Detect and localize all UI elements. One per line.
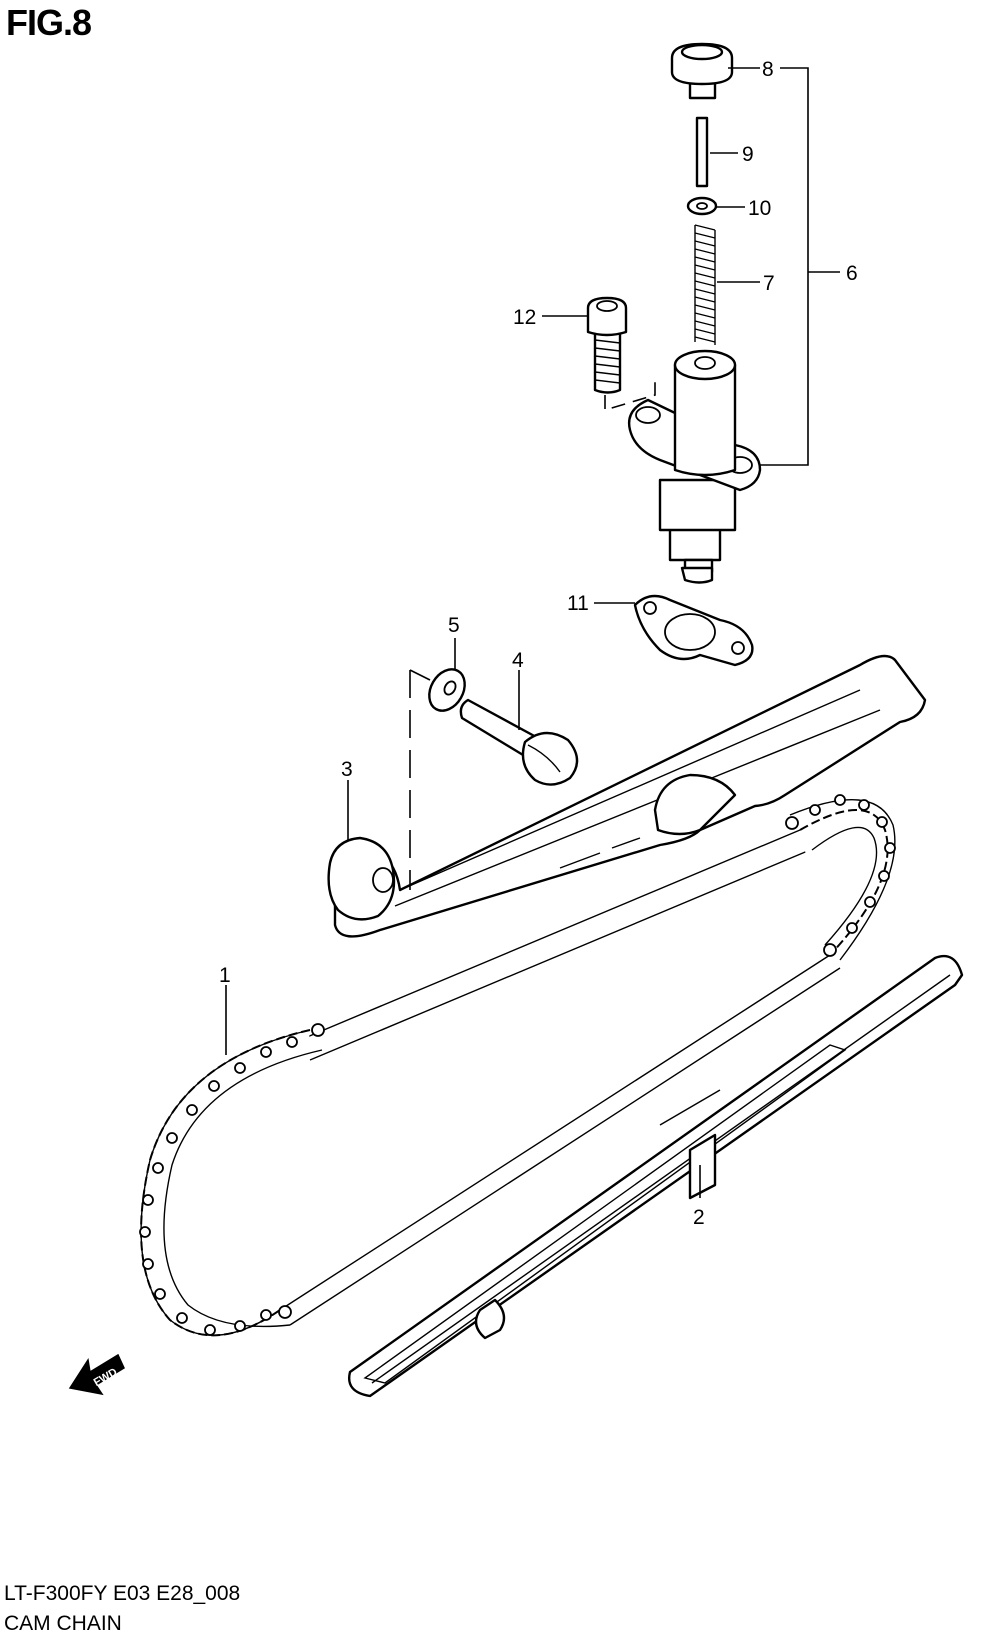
part-10-washer xyxy=(686,196,718,216)
callout-9: 9 xyxy=(742,143,754,166)
callout-4: 4 xyxy=(512,649,524,672)
footer-figure-name: CAM CHAIN xyxy=(4,1612,122,1635)
callout-3: 3 xyxy=(341,758,353,781)
part-3-chain-tensioner xyxy=(327,654,927,938)
callout-8: 8 xyxy=(762,58,774,81)
callout-1: 1 xyxy=(219,964,231,987)
callout-10: 10 xyxy=(748,197,771,220)
part-4-bolt xyxy=(459,698,579,786)
leader-lines xyxy=(225,67,840,1198)
part-2-chain-guide xyxy=(348,954,964,1398)
figure-title: FIG.8 xyxy=(6,2,92,43)
callout-7: 7 xyxy=(763,272,775,295)
part-7-spring xyxy=(694,224,716,345)
callout-11: 11 xyxy=(567,592,589,615)
part-8-cap-bolt xyxy=(670,42,734,100)
part-5-washer xyxy=(428,668,466,712)
part-9-pin xyxy=(695,116,709,188)
callout-6: 6 xyxy=(846,262,858,285)
callout-5: 5 xyxy=(448,614,460,637)
part-6-tensioner-adjuster xyxy=(627,349,762,584)
part-12-bolt xyxy=(586,296,628,394)
callout-12: 12 xyxy=(513,306,536,329)
callout-2: 2 xyxy=(693,1206,705,1229)
footer-model-code: LT-F300FY E03 E28_008 xyxy=(4,1582,241,1605)
part-1-cam-chain xyxy=(139,794,896,1337)
part-11-gasket xyxy=(633,594,754,667)
fwd-arrow-icon: FWD xyxy=(68,1353,125,1396)
